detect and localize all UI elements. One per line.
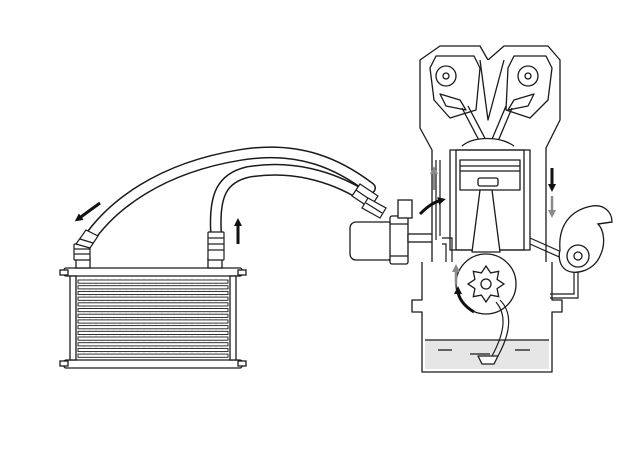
cooler-fins [77, 278, 229, 358]
cooler-return-hose [209, 163, 370, 238]
flow-arrows [74, 166, 556, 314]
cooler-fin [77, 285, 229, 290]
cooler-feed-hose [82, 146, 376, 246]
cooler-fin [77, 290, 229, 296]
cooler-right-fitting [207, 231, 225, 261]
cooler-fin [77, 336, 229, 341]
cooler-fin [77, 342, 229, 347]
arrow-cooler-outflow [74, 201, 101, 222]
oil-filter [349, 199, 443, 265]
engine-block [411, 45, 563, 373]
cooler-fin [77, 302, 229, 307]
cooler-fin [77, 296, 229, 301]
turbocharger [558, 205, 613, 273]
oil-cooler [59, 257, 247, 369]
cooler-fin [77, 330, 229, 335]
cooler-fin [77, 319, 229, 324]
cooler-fin [77, 325, 229, 330]
filter-hose-fittings [351, 183, 387, 219]
arrow-filter-to-block [418, 197, 446, 216]
cooler-fin [77, 313, 229, 318]
cooler-fin [77, 308, 229, 313]
oil-pump [466, 264, 506, 304]
arrow-pump-rotation [454, 286, 475, 314]
cooler-fin [77, 347, 229, 353]
cooler-fin [77, 279, 229, 284]
cooler-left-fitting [73, 229, 99, 261]
cooler-fin [77, 353, 229, 358]
